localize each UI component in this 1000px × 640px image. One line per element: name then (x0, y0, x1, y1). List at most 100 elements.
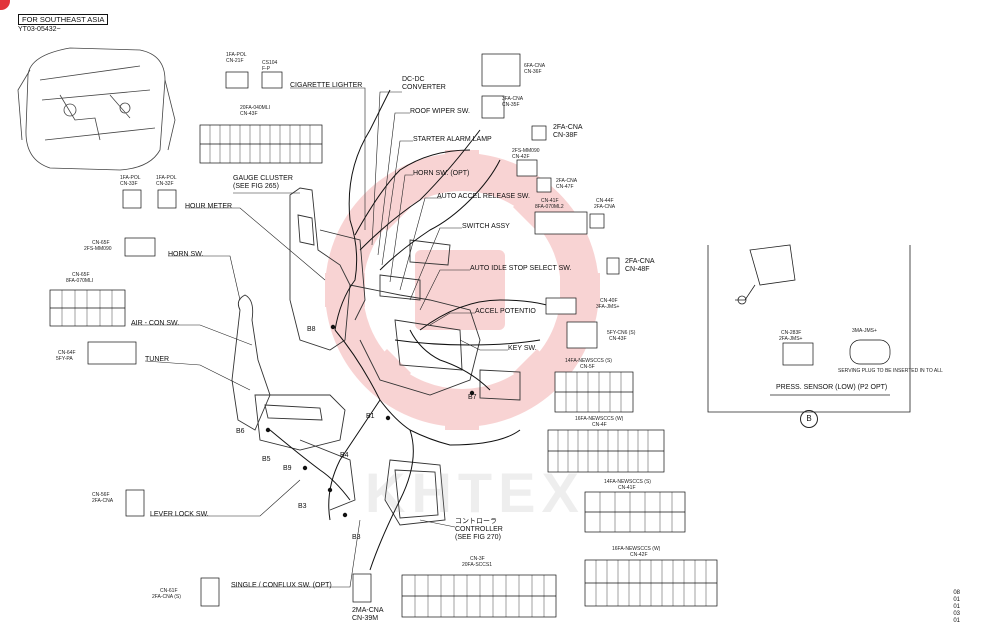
conn-cs104-b: F-P (262, 66, 271, 72)
conn-14fa-5f-b: CN-5F (580, 364, 595, 370)
conn-1fa-pol-33f-b: CN-33F (120, 181, 138, 187)
connector-1fa-pol-33f (122, 189, 142, 209)
harness-point-markers (265, 324, 475, 518)
conn-1fa-pol-32f-b: CN-32F (156, 181, 174, 187)
label-single-conflux-sw: SINGLE / CONFLUX SW. (OPT) (231, 582, 332, 589)
label-controller-1: CONTROLLER (455, 526, 503, 533)
conn-cn-64f-a: CN-64F (58, 350, 76, 356)
conn-cn-65f-8fa-a: CN-65F (72, 272, 90, 278)
harness-b1: B1 (366, 413, 375, 420)
conn-14fa-5f-a: 14FA-NEWSCCS (S) (565, 358, 612, 364)
label-controller-2: (SEE FIG 270) (455, 534, 501, 541)
label-key-sw: KEY SW. (508, 345, 537, 352)
connector-cn-65f (124, 237, 156, 257)
connector-cn-61f (200, 577, 220, 607)
conn-2fa-cna-38f-a: 2FA-CNA (553, 124, 583, 131)
connector-cell-grid (61, 125, 707, 617)
conn-16fa-4f-b: CN-4F (592, 422, 607, 428)
conn-cn-283f-a: CN-283F (781, 330, 802, 336)
label-air-con-sw: AIR - CON SW. (131, 320, 180, 327)
label-press-sensor: PRESS. SENSOR (LOW) (P2 OPT) (776, 384, 888, 391)
conn-cn-56f-a: CN-56F (92, 492, 110, 498)
connector-cn-283f (782, 342, 814, 366)
conn-cn-3f-a: CN-3F (470, 556, 485, 562)
connector-6fa-cna-36f (481, 53, 521, 87)
conn-20fa-040mli-a: 20FA-040MLI (240, 105, 271, 111)
label-gauge-cluster-1: GAUGE CLUSTER (233, 175, 293, 182)
conn-2ma-cna-39m-b: CN-39M (352, 615, 379, 622)
conn-1fa-pol-32f-a: 1FA-POL (156, 175, 177, 181)
console-structure (231, 187, 521, 526)
conn-3fa-cna-35f-b: CN-35F (502, 102, 520, 108)
connector-1fa-pol-32f (157, 189, 177, 209)
label-tuner: TUNER (145, 356, 170, 363)
conn-3ma-jms-a: 3MA-JMS+ (852, 328, 877, 334)
label-lever-lock-sw: LEVER LOCK SW. (150, 511, 209, 518)
label-horn-sw: HORN SW. (168, 251, 204, 258)
conn-cn-65f-8fa-b: 8FA-070MLI (66, 278, 94, 284)
part-code: YT03-05432~ (18, 26, 61, 33)
revision-code: 03 (953, 611, 960, 617)
conn-2fs-mm090-b: CN-42F (512, 154, 530, 160)
conn-16fa-42f-a: 16FA-NEWSCCS (W) (612, 546, 661, 552)
connector-boxes (49, 53, 891, 618)
harness-b6: B6 (236, 428, 245, 435)
connector-2ma-cna-39m (352, 573, 372, 603)
connector-cn-56f (125, 489, 145, 517)
conn-2fa-cna-47f-a: 2FA-CNA (556, 178, 578, 184)
label-switch-assy: SWITCH ASSY (462, 223, 510, 230)
conn-6fa-cna-36f-b: CN-36F (524, 69, 542, 75)
conn-14fa-41f-b: CN-41F (618, 485, 636, 491)
revision-codes: 08 01 01 03 01 (953, 590, 960, 625)
connector-2fa-cna-47f (536, 177, 552, 193)
conn-cn-56f-b: 2FA-CNA (92, 498, 114, 504)
wiring-harness (269, 89, 561, 571)
conn-cn-61f-b: 2FA-CNA (S) (152, 594, 181, 600)
leader-lines (131, 87, 508, 588)
conn-2fs-mm090-a: 2FS-MM090 (512, 148, 540, 154)
connector-2fa-cna-38f (531, 125, 547, 141)
corner-tab (0, 0, 10, 10)
connector-cs104 (261, 71, 283, 89)
harness-b8: B4 (340, 452, 349, 459)
conn-cn-3f-b: 20FA-SCCS1 (462, 562, 493, 568)
conn-cn-44f-b: 2FA-CNA (594, 204, 616, 210)
conn-2fa-cna-48f-a: 2FA-CNA (625, 258, 655, 265)
connector-cn-41f (534, 211, 588, 235)
cab-sketch (17, 47, 176, 171)
harness-b4: B8 (307, 326, 316, 333)
conn-cn-41f-a: CN-41F (541, 198, 559, 204)
harness-b9: B9 (283, 465, 292, 472)
conn-2fa-cna-48f-b: CN-48F (625, 266, 650, 273)
label-gauge-cluster-2: (SEE FIG 265) (233, 183, 279, 190)
conn-cs104-a: CS104 (262, 60, 278, 66)
connector-2fs-mm090 (516, 159, 538, 177)
connector-cn-44f (589, 213, 605, 229)
connector-cn-64f (87, 341, 137, 365)
conn-2fa-cna-47f-b: CN-47F (556, 184, 574, 190)
conn-16fa-42f-b: CN-42F (630, 552, 648, 558)
conn-2fa-cna-38f-b: CN-38F (553, 132, 578, 139)
conn-6fa-cna-36f-a: 6FA-CNA (524, 63, 546, 69)
conn-cn-65f-b: 2FS-MM090 (84, 246, 112, 252)
label-cigarette-lighter: CIGARETTE LIGHTER (290, 82, 363, 89)
label-accel-potentio: ACCEL POTENTIO (475, 308, 536, 315)
revision-code: 01 (953, 597, 960, 603)
detail-marker-b: B (800, 410, 818, 428)
label-dc-dc-2: CONVERTER (402, 84, 446, 91)
connector-2fa-cna-48f (606, 257, 620, 275)
conn-5fy-cn6-a: 5FY-CN6 (S) (607, 330, 636, 336)
label-dc-dc-1: DC-DC (402, 76, 425, 83)
revision-code: 01 (953, 618, 960, 624)
label-hour-meter: HOUR METER (185, 203, 233, 210)
conn-1fa-pol-21f-b: CN-21F (226, 58, 244, 64)
conn-cn-40f-a: CN-40F (600, 298, 618, 304)
conn-cn-65f-a: CN-65F (92, 240, 110, 246)
connector-5fy-cn6 (566, 321, 598, 349)
harness-b3-lower: B3 (352, 534, 361, 541)
conn-1fa-pol-21f-a: 1FA-POL (226, 52, 247, 58)
watermark-text: KHTEX (365, 461, 585, 524)
connector-1fa-pol-21f (225, 71, 249, 89)
conn-3ma-jms-note: SERVING PLUG TO BE INSERTED IN TO ALL (838, 368, 943, 374)
label-auto-idle-stop-sw: AUTO IDLE STOP SELECT SW. (470, 265, 572, 272)
